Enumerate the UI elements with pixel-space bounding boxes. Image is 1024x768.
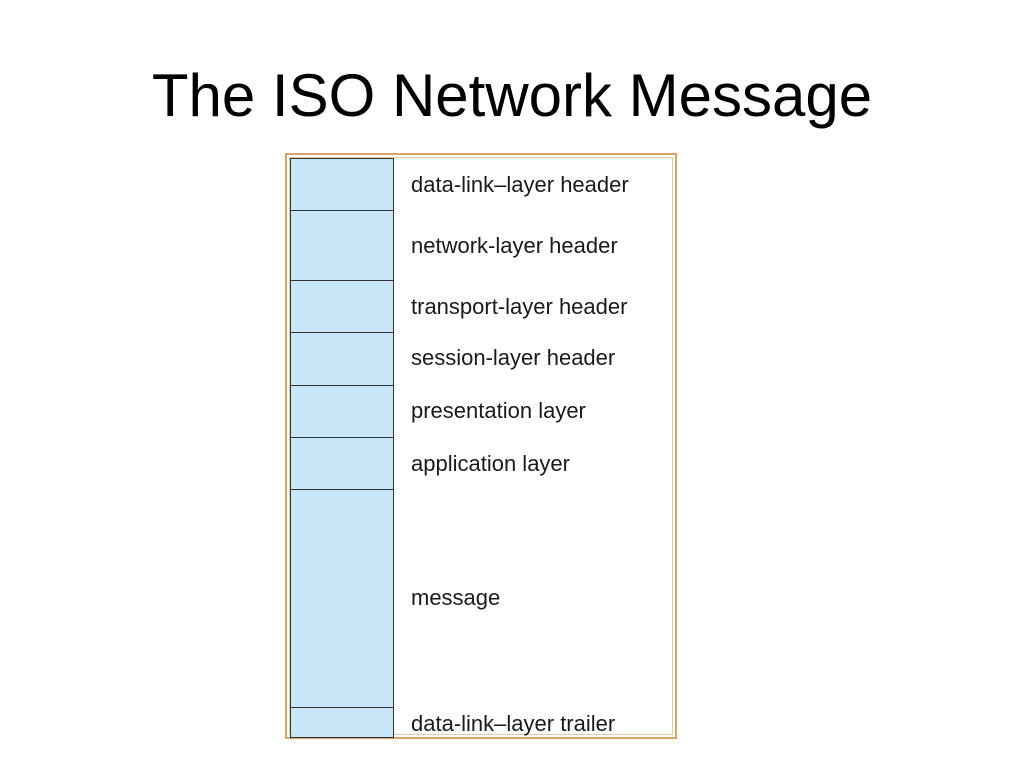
layer-row-data-link-header: data-link–layer header (290, 158, 672, 211)
layer-row-transport-header: transport-layer header (290, 281, 672, 333)
layer-cell (290, 386, 394, 438)
iso-message-figure: data-link–layer header network-layer hea… (285, 153, 677, 739)
layer-label-presentation: presentation layer (411, 398, 586, 423)
layer-label-message: message (411, 585, 501, 610)
layer-label-transport-header: transport-layer header (411, 294, 628, 319)
layer-cell (290, 158, 394, 211)
layer-row-application: application layer (290, 438, 672, 490)
layer-row-network-header: network-layer header (290, 211, 672, 281)
layer-row-data-link-trailer: data-link–layer trailer (290, 708, 672, 738)
layer-cell (290, 438, 394, 490)
layer-cell (290, 490, 394, 708)
layer-cell (290, 211, 394, 281)
layer-label-network-header: network-layer header (411, 233, 618, 258)
layer-label-data-link-trailer: data-link–layer trailer (411, 711, 616, 736)
layer-label-application: application layer (411, 451, 570, 476)
layer-cell (290, 333, 394, 386)
layer-row-session-header: session-layer header (290, 333, 672, 386)
layer-row-presentation: presentation layer (290, 386, 672, 438)
layer-label-data-link-header: data-link–layer header (411, 172, 629, 197)
layer-row-message: message (290, 490, 672, 708)
layer-cell (290, 708, 394, 738)
slide-title: The ISO Network Message (151, 62, 873, 129)
layer-label-session-header: session-layer header (411, 345, 616, 370)
iso-message-stack: data-link–layer header network-layer hea… (289, 157, 673, 738)
layer-cell (290, 281, 394, 333)
